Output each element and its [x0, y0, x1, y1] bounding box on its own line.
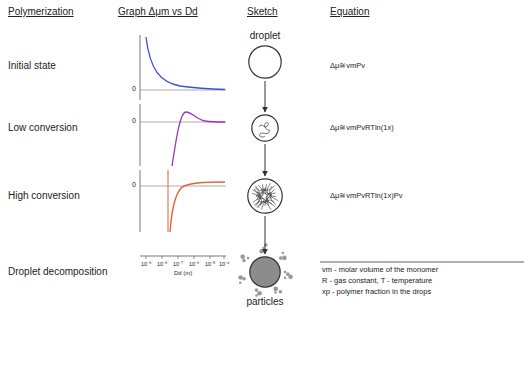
droplet-circle	[247, 178, 283, 214]
tick-label: 10⁻⁴	[219, 261, 229, 267]
potential-curve	[170, 182, 225, 232]
equation: Δμ≅vmPvRTln(1x)Pv	[330, 192, 402, 200]
droplet-circle: particles	[249, 256, 281, 288]
axis-zero: 0	[132, 117, 136, 125]
column-header: Polymerization	[8, 6, 74, 17]
sketch-label: particles	[246, 296, 283, 307]
axis-zero: 0	[132, 181, 136, 189]
droplet-circle: droplet	[248, 45, 282, 79]
tick-label: 10⁻⁶	[189, 261, 199, 267]
legend-note: xp - polymer fraction in the drops	[322, 288, 431, 296]
column-header: Graph Δμm vs Dd	[118, 6, 198, 17]
equation: Δμ≅vmPv	[330, 62, 365, 70]
graph-axes	[140, 35, 226, 256]
tick-label: 10⁻⁷	[173, 261, 183, 267]
sketch-label: droplet	[250, 30, 281, 41]
equation: Δμ≅vmPvRTln(1x)	[330, 124, 394, 132]
flow-arrow	[265, 81, 266, 112]
asymptote-line	[168, 170, 169, 232]
flow-arrow	[265, 216, 266, 254]
circle-outline	[249, 256, 281, 288]
row-label: Initial state	[8, 60, 56, 71]
polymer-coil	[259, 123, 270, 138]
circle-outline	[247, 178, 283, 214]
axis-title: Dd (m)	[174, 270, 192, 277]
legend-note: vm - molar volume of the monomer	[322, 266, 438, 274]
legend-note: R - gas constant, T - temperature	[322, 277, 432, 285]
separator-line	[320, 262, 524, 263]
tick-label: 10⁻⁹	[141, 261, 151, 267]
axis-zero: 0	[132, 85, 136, 93]
tick-label: 10⁻⁸	[157, 261, 167, 267]
row-label: Low conversion	[8, 122, 77, 133]
row-label: High conversion	[8, 190, 80, 201]
particles-dots	[238, 243, 293, 297]
potential-curve	[146, 37, 225, 90]
circle-outline	[251, 114, 279, 142]
column-header: Equation	[330, 6, 369, 17]
potential-curve	[172, 112, 225, 166]
flow-arrow	[265, 144, 266, 176]
column-header: Sketch	[247, 6, 278, 17]
droplet-circle	[251, 114, 279, 142]
circle-outline	[248, 45, 282, 79]
axis-ticks	[146, 256, 224, 259]
polymer-network	[252, 183, 278, 210]
tick-label: 10⁻⁵	[205, 261, 215, 267]
row-label: Droplet decomposition	[8, 266, 108, 277]
